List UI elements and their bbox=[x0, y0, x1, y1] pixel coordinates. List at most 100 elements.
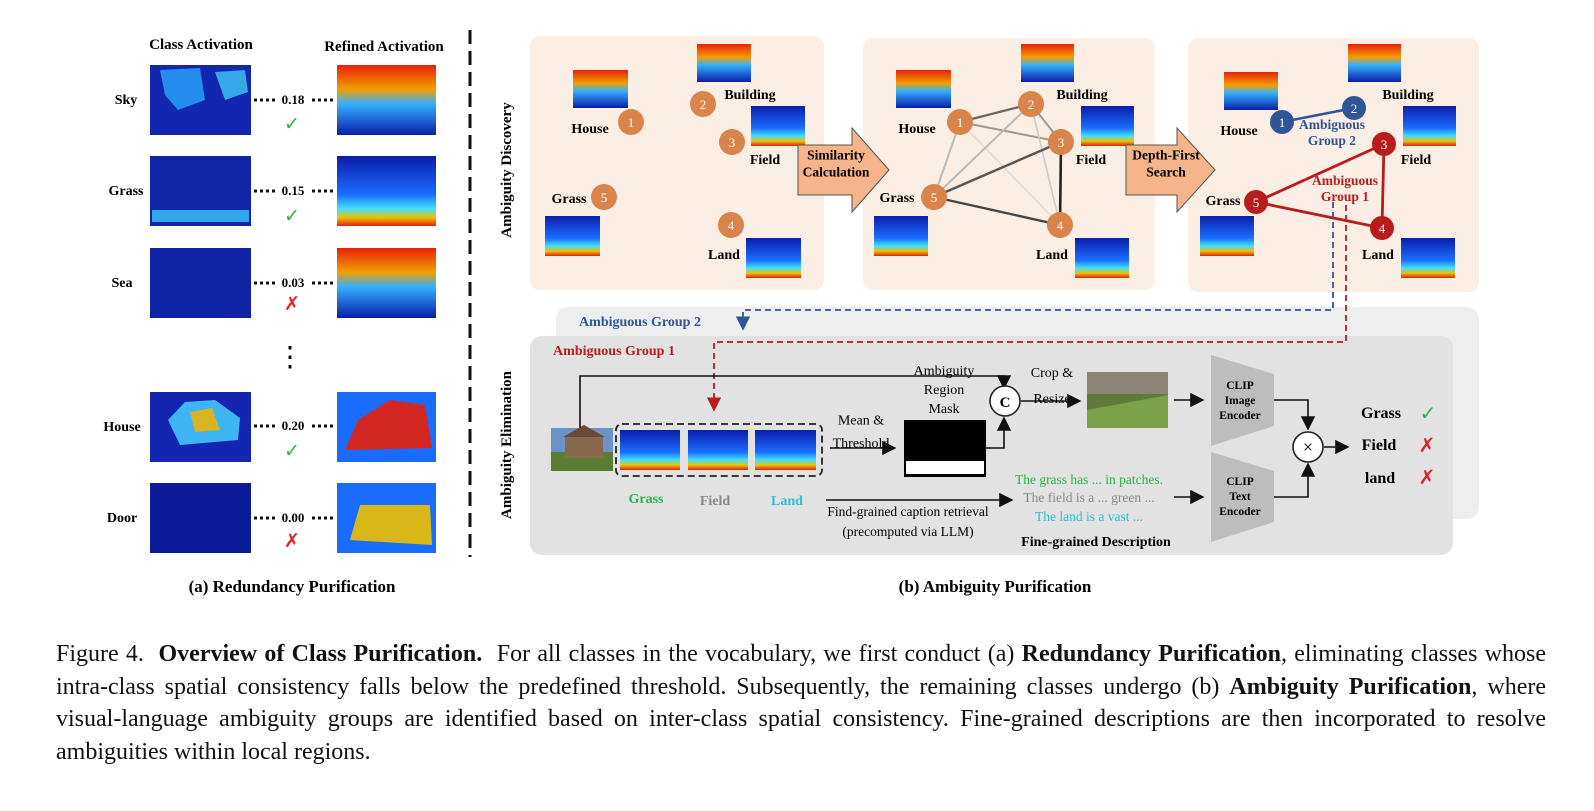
node-id: 5 bbox=[931, 190, 938, 205]
heatmap-thumb bbox=[545, 216, 600, 256]
map-label-field: Field bbox=[700, 494, 731, 509]
graph-node bbox=[921, 184, 947, 210]
score: 0.00 bbox=[282, 510, 305, 525]
class-activation-map bbox=[150, 483, 251, 553]
map-land bbox=[755, 430, 816, 470]
caption-title: Overview of Class Purification. bbox=[158, 641, 483, 667]
row-door: Door 0.00 ✗ bbox=[107, 483, 436, 553]
row-label: Grass bbox=[109, 184, 145, 199]
heatmap-thumb bbox=[1021, 44, 1074, 82]
description-grass: The grass has ... in patches. bbox=[1015, 472, 1163, 487]
clip-text-encoder bbox=[1211, 452, 1274, 542]
node-label: House bbox=[1220, 124, 1257, 139]
result-mark: ✓ bbox=[1420, 403, 1437, 425]
panel-b: Ambiguity Discovery Ambiguity Eliminatio… bbox=[499, 36, 1479, 596]
keep-mark: ✓ bbox=[284, 441, 300, 462]
concat-node bbox=[989, 385, 1021, 417]
heatmap-thumb bbox=[697, 44, 751, 82]
multiply-symbol: × bbox=[1303, 437, 1313, 457]
multiply-node bbox=[1292, 431, 1324, 463]
node-label: Grass bbox=[1206, 194, 1242, 209]
similarity-edge bbox=[1058, 141, 1063, 226]
graph-node bbox=[1370, 216, 1394, 240]
similarity-edge bbox=[933, 140, 1062, 199]
group2-edge bbox=[1281, 106, 1355, 124]
similarity-edge bbox=[933, 121, 961, 198]
heatmap-thumb bbox=[1081, 106, 1134, 146]
maps-group-box bbox=[615, 423, 823, 477]
group1-edge bbox=[1255, 142, 1385, 204]
row-sea: Sea 0.03 ✗ bbox=[112, 248, 436, 318]
refined-blob bbox=[345, 400, 432, 450]
description-land: The land is a vast ... bbox=[1035, 509, 1143, 524]
node-label: Land bbox=[1362, 248, 1394, 263]
heatmap-thumb bbox=[896, 70, 951, 108]
node-id: 1 bbox=[1279, 115, 1286, 130]
concat-symbol: C bbox=[1000, 395, 1011, 411]
map-label-land: Land bbox=[771, 494, 803, 509]
node-label: Grass bbox=[880, 191, 916, 206]
result-mark: ✗ bbox=[1419, 467, 1436, 489]
graph-node bbox=[1047, 212, 1073, 238]
node-id: 1 bbox=[957, 115, 964, 130]
graph-node bbox=[1018, 91, 1044, 117]
node-label: Building bbox=[724, 88, 775, 103]
node-id: 2 bbox=[700, 97, 707, 112]
node-label: House bbox=[571, 122, 608, 137]
activation-blob bbox=[160, 68, 205, 110]
input-photo bbox=[551, 425, 613, 471]
heatmap-thumb bbox=[874, 216, 928, 256]
row-label-elimination: Ambiguity Elimination bbox=[499, 370, 515, 519]
map-grass bbox=[620, 430, 680, 470]
panel-a: Class Activation Refined Activation Sky … bbox=[103, 37, 444, 596]
node-id: 3 bbox=[729, 135, 736, 150]
graph-node bbox=[591, 184, 617, 210]
similarity-edge bbox=[933, 195, 1061, 227]
caption-bold-2: Ambiguity Purification bbox=[1229, 673, 1472, 700]
node-id: 4 bbox=[1057, 218, 1064, 233]
map-label-grass: Grass bbox=[629, 492, 665, 507]
reject-mark: ✗ bbox=[284, 294, 300, 315]
description-title: Fine-grained Description bbox=[1021, 535, 1171, 550]
node-label: Building bbox=[1056, 88, 1107, 103]
similarity-edge bbox=[959, 121, 1061, 226]
score: 0.15 bbox=[282, 183, 305, 198]
row-house: House 0.20 ✓ bbox=[103, 392, 436, 462]
heatmap-thumb bbox=[1348, 44, 1401, 82]
result-mark: ✗ bbox=[1419, 435, 1436, 457]
node-id: 2 bbox=[1351, 101, 1358, 116]
result-label: Grass bbox=[1361, 405, 1401, 422]
activation-blob bbox=[190, 408, 220, 432]
mask-region bbox=[906, 461, 984, 474]
graph-node bbox=[1244, 190, 1268, 214]
arrow-txt-to-mult bbox=[1274, 462, 1316, 498]
activation-blob bbox=[152, 210, 249, 222]
arrow-shape bbox=[797, 126, 890, 214]
node-id: 2 bbox=[1028, 97, 1035, 112]
stage-1-graph: 1 House 2 Building 3 Field 4 Land 5 Gras… bbox=[545, 44, 805, 278]
caption-text-3: , where visual-language ambiguity groups… bbox=[56, 673, 1546, 765]
refined-activation-header: Refined Activation bbox=[324, 39, 444, 55]
arrow-mask-to-concat bbox=[986, 416, 1012, 449]
node-label: Field bbox=[1076, 153, 1107, 168]
retrieval-note: Find-grained caption retrieval(precomput… bbox=[827, 504, 988, 539]
refined-activation-map bbox=[337, 248, 436, 318]
heatmap-thumb bbox=[1403, 106, 1456, 146]
result-label: land bbox=[1365, 470, 1395, 487]
row-label: Door bbox=[107, 511, 137, 526]
node-label: Land bbox=[1036, 248, 1068, 263]
node-id: 3 bbox=[1381, 137, 1388, 152]
figure-caption: Figure 4. Overview of Class Purification… bbox=[56, 638, 1546, 768]
mean-threshold-label: Mean &Threshold bbox=[833, 414, 890, 452]
heatmap-thumb bbox=[746, 238, 801, 278]
skip-connection bbox=[579, 375, 1012, 428]
stage-2-graph: 1 House 2 Building 3 Field 4 Land 5 Gras… bbox=[874, 44, 1134, 278]
score: 0.18 bbox=[282, 92, 305, 107]
node-id: 4 bbox=[728, 218, 735, 233]
caption-text-2: , eliminating classes whose intra-class … bbox=[56, 641, 1547, 700]
